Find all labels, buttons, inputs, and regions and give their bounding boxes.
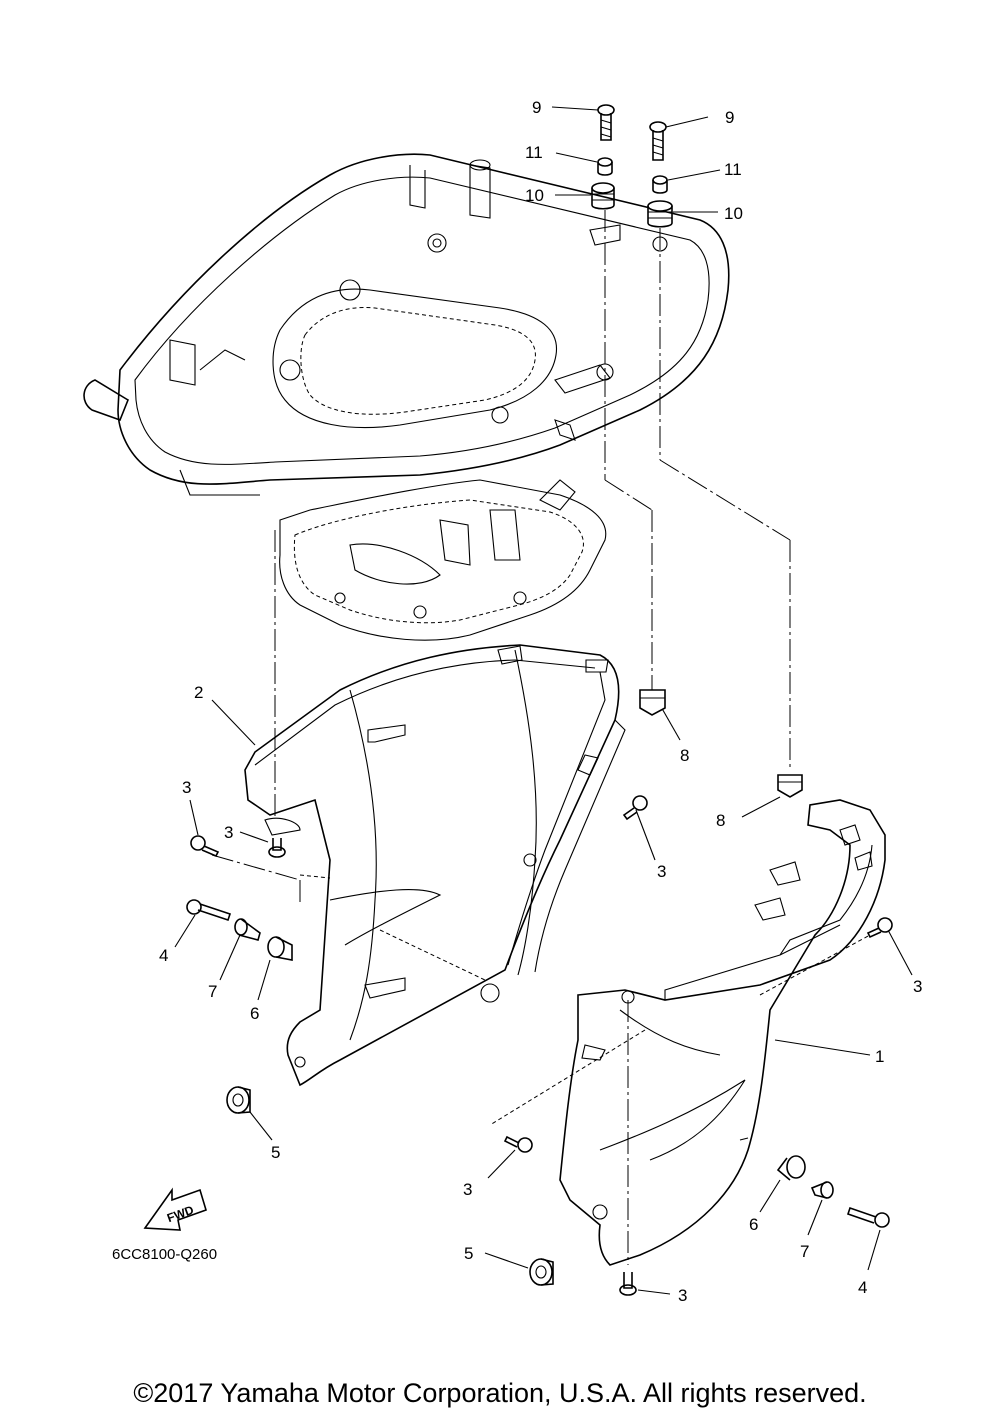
screw-3c xyxy=(622,795,648,821)
leader-lines xyxy=(174,106,913,1295)
callout-11: 11 xyxy=(724,160,742,179)
engine-base xyxy=(279,479,607,641)
callout-3: 3 xyxy=(678,1286,687,1305)
bolt-stack-right xyxy=(647,121,673,228)
callout-3: 3 xyxy=(182,778,191,797)
callout-3: 3 xyxy=(224,823,233,842)
bolt-4b xyxy=(846,1206,890,1228)
fwd-arrow: FWD xyxy=(143,1187,207,1231)
bottom-cowling xyxy=(83,153,730,496)
bolt-stack-left xyxy=(591,104,615,210)
clip-8b xyxy=(777,774,803,798)
callout-6: 6 xyxy=(749,1215,758,1234)
copyright-notice: ©2017 Yamaha Motor Corporation, U.S.A. A… xyxy=(133,1378,867,1408)
callout-4: 4 xyxy=(858,1278,867,1297)
callout-3: 3 xyxy=(657,862,666,881)
callout-1: 1 xyxy=(875,1047,884,1066)
clip-8a xyxy=(639,689,666,716)
callout-6: 6 xyxy=(250,1004,259,1023)
callout-labels: 9 9 11 11 10 10 2 8 8 3 3 3 3 3 3 4 4 7 … xyxy=(159,98,922,1305)
callout-3: 3 xyxy=(463,1180,472,1199)
callout-8: 8 xyxy=(680,746,689,765)
diagram-code: 6CC8100-Q260 xyxy=(112,1246,218,1263)
callout-3: 3 xyxy=(913,977,922,996)
damper-5b xyxy=(529,1258,554,1286)
callout-5: 5 xyxy=(271,1143,280,1162)
screw-3e xyxy=(503,1135,533,1153)
screw-3b xyxy=(268,838,286,858)
screw-3d xyxy=(866,917,893,939)
collar-7b xyxy=(810,1181,834,1199)
screw-3f xyxy=(619,1272,637,1296)
side-cover-left xyxy=(244,644,626,1087)
grommet-6b xyxy=(776,1155,806,1181)
callout-10: 10 xyxy=(525,186,544,205)
callout-5: 5 xyxy=(464,1244,473,1263)
callout-2: 2 xyxy=(194,683,203,702)
callout-4: 4 xyxy=(159,946,168,965)
callout-11: 11 xyxy=(525,143,543,162)
grommet-6a xyxy=(267,936,293,961)
damper-5a xyxy=(226,1086,251,1114)
side-cover-right xyxy=(559,799,886,1266)
callout-7: 7 xyxy=(208,982,217,1001)
callout-9: 9 xyxy=(532,98,541,117)
screw-3a xyxy=(190,835,220,858)
callout-9: 9 xyxy=(725,108,734,127)
bolt-4a xyxy=(186,899,232,922)
callout-7: 7 xyxy=(800,1242,809,1261)
callout-8: 8 xyxy=(716,811,725,830)
collar-7a xyxy=(234,918,261,941)
callout-10: 10 xyxy=(724,204,743,223)
